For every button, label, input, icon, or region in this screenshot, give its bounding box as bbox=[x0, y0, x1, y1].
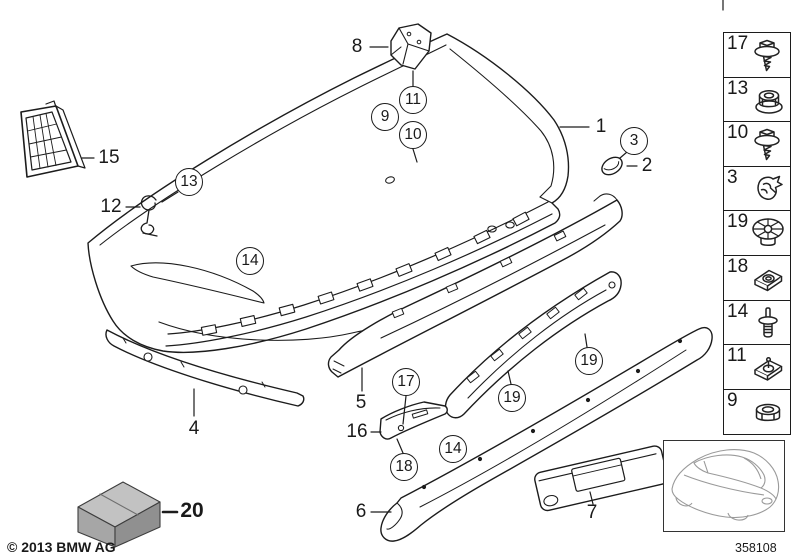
part-mount-bracket-drawing bbox=[380, 402, 447, 439]
callout-circle-19a[interactable]: 19 bbox=[498, 384, 526, 412]
part-bracket-drawing bbox=[391, 24, 431, 69]
legend-item-9[interactable]: 9 bbox=[723, 388, 791, 435]
screw-icon bbox=[747, 36, 789, 76]
expansion-rivet-icon bbox=[747, 304, 789, 344]
part-reinforcement-rail-drawing bbox=[446, 272, 622, 418]
callout-label-8[interactable]: 8 bbox=[351, 36, 363, 57]
hex-nut-icon bbox=[747, 393, 789, 433]
callout-circle-11[interactable]: 11 bbox=[399, 86, 427, 114]
fastener-legend: 17 13 bbox=[723, 32, 791, 435]
legend-item-11[interactable]: 11 bbox=[723, 344, 791, 391]
legend-label: 18 bbox=[727, 256, 749, 278]
callout-circle-10[interactable]: 10 bbox=[399, 121, 427, 149]
legend-item-14[interactable]: 14 bbox=[723, 299, 791, 346]
legend-item-13[interactable]: 13 bbox=[723, 76, 791, 123]
callout-label-6[interactable]: 6 bbox=[355, 501, 367, 522]
speed-nut-icon bbox=[747, 259, 789, 299]
callout-circle-14a[interactable]: 14 bbox=[236, 247, 264, 275]
part-kit-box-drawing bbox=[78, 482, 160, 547]
callout-label-4[interactable]: 4 bbox=[188, 418, 200, 439]
legend-item-10[interactable]: 10 bbox=[723, 121, 791, 168]
part-clip-drawing bbox=[141, 196, 157, 236]
callout-circle-9[interactable]: 9 bbox=[371, 103, 399, 131]
diagram-number: 358108 bbox=[735, 541, 777, 555]
callout-label-1[interactable]: 1 bbox=[595, 116, 607, 137]
legend-label: 3 bbox=[727, 166, 738, 188]
callout-circle-17[interactable]: 17 bbox=[392, 368, 420, 396]
screw-icon bbox=[747, 125, 789, 165]
legend-item-3[interactable]: 3 bbox=[723, 165, 791, 212]
legend-label: 11 bbox=[727, 345, 747, 367]
legend-label: 14 bbox=[727, 300, 749, 322]
legend-item-19[interactable]: 19 bbox=[723, 210, 791, 257]
flange-nut-icon bbox=[747, 81, 789, 121]
legend-label: 10 bbox=[727, 122, 749, 144]
legend-label: 9 bbox=[727, 389, 738, 411]
clip-nut-icon bbox=[747, 348, 789, 388]
legend-label: 19 bbox=[727, 211, 749, 233]
part-impact-strip-drawing bbox=[328, 194, 622, 377]
clip-icon bbox=[747, 170, 789, 210]
leader-lines bbox=[82, 0, 723, 512]
part-tow-cover-drawing bbox=[599, 154, 626, 179]
callout-label-15[interactable]: 15 bbox=[98, 147, 120, 168]
part-grille-drawing bbox=[21, 101, 85, 177]
car-sketch-icon bbox=[664, 441, 783, 530]
callout-label-12[interactable]: 12 bbox=[100, 196, 122, 217]
callout-label-7[interactable]: 7 bbox=[586, 502, 598, 523]
legend-item-18[interactable]: 18 bbox=[723, 255, 791, 302]
vehicle-thumbnail-box bbox=[663, 440, 785, 532]
part-bumper-cover-drawing bbox=[88, 34, 568, 352]
grommet-icon bbox=[747, 214, 789, 254]
legend-label: 13 bbox=[727, 77, 749, 99]
legend-label: 17 bbox=[727, 33, 749, 54]
callout-circle-14b[interactable]: 14 bbox=[439, 435, 467, 463]
part-trim-strip-drawing bbox=[106, 330, 304, 406]
part-plate-drawing bbox=[533, 445, 668, 512]
legend-item-17[interactable]: 17 bbox=[723, 32, 791, 78]
callout-circle-13[interactable]: 13 bbox=[175, 168, 203, 196]
part-valance-drawing bbox=[381, 328, 712, 542]
callout-label-5[interactable]: 5 bbox=[355, 392, 367, 413]
copyright-text: © 2013 BMW AG bbox=[7, 539, 116, 555]
callout-label-2[interactable]: 2 bbox=[641, 155, 653, 176]
callout-circle-18[interactable]: 18 bbox=[390, 453, 418, 481]
callout-circle-19b[interactable]: 19 bbox=[575, 347, 603, 375]
callout-circle-3[interactable]: 3 bbox=[620, 127, 648, 155]
callout-label-20[interactable]: 20 bbox=[180, 499, 204, 522]
callout-label-16[interactable]: 16 bbox=[346, 421, 368, 442]
